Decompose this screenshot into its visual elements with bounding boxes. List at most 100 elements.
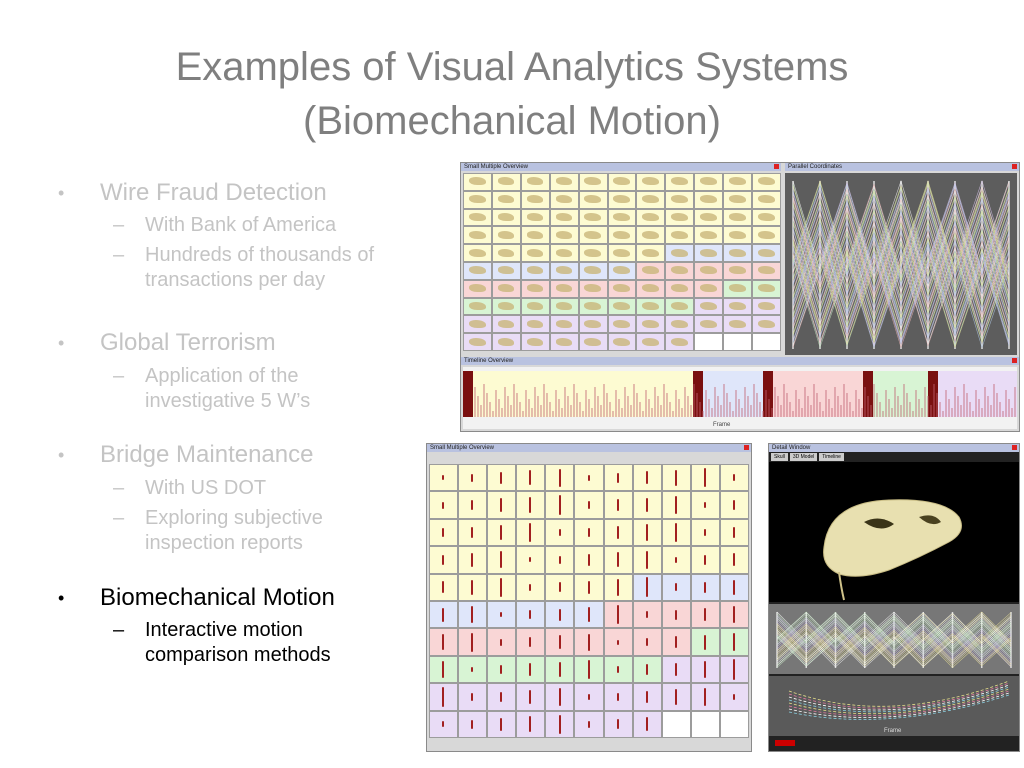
motion-trace-cell[interactable] — [487, 683, 517, 711]
motion-trace-cell[interactable] — [690, 464, 720, 492]
skull-thumbnail[interactable] — [723, 173, 753, 191]
motion-trace-cell[interactable] — [516, 683, 546, 711]
motion-trace-cell[interactable] — [429, 573, 459, 601]
skull-thumbnail[interactable] — [752, 279, 781, 298]
motion-trace-cell[interactable] — [632, 491, 662, 519]
skull-thumbnail[interactable] — [491, 261, 521, 280]
motion-trace-cell[interactable] — [574, 573, 604, 601]
motion-trace-cell[interactable] — [661, 600, 691, 629]
motion-trace-cell[interactable] — [719, 573, 749, 601]
skull-thumbnail[interactable] — [491, 190, 521, 209]
skull-thumbnail[interactable] — [578, 315, 608, 334]
skull-thumbnail[interactable] — [636, 333, 666, 351]
motion-trace-cell[interactable] — [661, 710, 691, 738]
skull-thumbnail[interactable] — [549, 173, 579, 191]
skull-thumbnail[interactable] — [723, 190, 753, 209]
skull-thumbnail[interactable] — [665, 261, 695, 280]
motion-trace-cell[interactable] — [487, 655, 517, 684]
motion-trace-cell[interactable] — [632, 518, 662, 547]
motion-trace-cell[interactable] — [458, 573, 488, 601]
skull-thumbnail[interactable] — [694, 279, 724, 298]
motion-trace-cell[interactable] — [632, 573, 662, 601]
motion-trace-cell[interactable] — [661, 518, 691, 547]
skull-thumbnail[interactable] — [636, 226, 666, 245]
skull-thumbnail[interactable] — [578, 279, 608, 298]
motion-trace-cell[interactable] — [545, 655, 575, 684]
motion-trace-cell[interactable] — [690, 683, 720, 711]
skull-thumbnail[interactable] — [520, 297, 550, 316]
motion-trace-cell[interactable] — [661, 464, 691, 492]
motion-trace-cell[interactable] — [632, 628, 662, 656]
skull-thumbnail[interactable] — [520, 315, 550, 334]
motion-trace-cell[interactable] — [603, 600, 633, 629]
skull-thumbnail[interactable] — [665, 279, 695, 298]
skull-3d-view[interactable] — [769, 462, 1019, 602]
motion-trace-cell[interactable] — [516, 546, 546, 574]
skull-thumbnail[interactable] — [491, 226, 521, 245]
skull-thumbnail[interactable] — [491, 279, 521, 298]
timeline-marker[interactable] — [863, 371, 873, 417]
motion-trace-cell[interactable] — [516, 464, 546, 492]
motion-trace-cell[interactable] — [661, 491, 691, 519]
motion-trace-cell[interactable] — [661, 683, 691, 711]
motion-trace-cell[interactable] — [690, 573, 720, 601]
skull-thumbnail[interactable] — [578, 297, 608, 316]
skull-thumbnail[interactable] — [607, 173, 637, 191]
skull-thumbnail[interactable] — [463, 315, 492, 334]
motion-trace-cell[interactable] — [719, 683, 749, 711]
motion-trace-cell[interactable] — [661, 573, 691, 601]
skull-thumbnail[interactable] — [463, 190, 492, 209]
motion-trace-cell[interactable] — [487, 573, 517, 601]
motion-trace-cell[interactable] — [545, 683, 575, 711]
skull-thumbnail[interactable] — [694, 333, 724, 351]
motion-trace-cell[interactable] — [487, 710, 517, 738]
skull-thumbnail[interactable] — [520, 333, 550, 351]
motion-trace-cell[interactable] — [574, 464, 604, 492]
motion-trace-cell[interactable] — [603, 683, 633, 711]
motion-trace-cell[interactable] — [719, 546, 749, 574]
motion-trace-cell[interactable] — [516, 710, 546, 738]
skull-thumbnail[interactable] — [463, 297, 492, 316]
motion-trace-cell[interactable] — [574, 628, 604, 656]
skull-thumbnail[interactable] — [578, 226, 608, 245]
skull-thumbnail[interactable] — [665, 315, 695, 334]
skull-thumbnail[interactable] — [491, 244, 521, 262]
skull-thumbnail[interactable] — [549, 261, 579, 280]
skull-thumbnail[interactable] — [607, 279, 637, 298]
skull-thumbnail[interactable] — [463, 261, 492, 280]
skull-thumbnail[interactable] — [520, 261, 550, 280]
motion-trace-cell[interactable] — [632, 683, 662, 711]
motion-trace-cell[interactable] — [690, 546, 720, 574]
motion-trace-cell[interactable] — [516, 655, 546, 684]
motion-trace-cell[interactable] — [690, 600, 720, 629]
tab-3d-model[interactable]: 3D Model — [789, 453, 818, 461]
motion-trace-cell[interactable] — [574, 710, 604, 738]
skull-thumbnail[interactable] — [578, 333, 608, 351]
motion-trace-cell[interactable] — [574, 600, 604, 629]
skull-thumbnail[interactable] — [463, 279, 492, 298]
skull-thumbnail[interactable] — [665, 244, 695, 262]
motion-trace-cell[interactable] — [574, 518, 604, 547]
motion-trace-cell[interactable] — [574, 491, 604, 519]
tab-timeline[interactable]: Timeline — [819, 453, 844, 461]
skull-thumbnail[interactable] — [491, 333, 521, 351]
motion-trace-cell[interactable] — [545, 546, 575, 574]
motion-trace-cell[interactable] — [603, 464, 633, 492]
motion-trace-cell[interactable] — [719, 600, 749, 629]
motion-trace-cell[interactable] — [516, 628, 546, 656]
skull-thumbnail[interactable] — [752, 173, 781, 191]
motion-trace-cell[interactable] — [603, 655, 633, 684]
skull-thumbnail[interactable] — [520, 208, 550, 227]
skull-thumbnail[interactable] — [665, 190, 695, 209]
skull-thumbnail[interactable] — [752, 315, 781, 334]
skull-thumbnail[interactable] — [607, 244, 637, 262]
motion-trace-cell[interactable] — [429, 683, 459, 711]
motion-trace-cell[interactable] — [487, 600, 517, 629]
motion-trace-cell[interactable] — [545, 464, 575, 492]
motion-trace-cell[interactable] — [661, 655, 691, 684]
skull-thumbnail[interactable] — [752, 261, 781, 280]
motion-trace-cell[interactable] — [429, 491, 459, 519]
skull-thumbnail[interactable] — [549, 297, 579, 316]
motion-trace-cell[interactable] — [458, 655, 488, 684]
skull-thumbnail[interactable] — [549, 333, 579, 351]
